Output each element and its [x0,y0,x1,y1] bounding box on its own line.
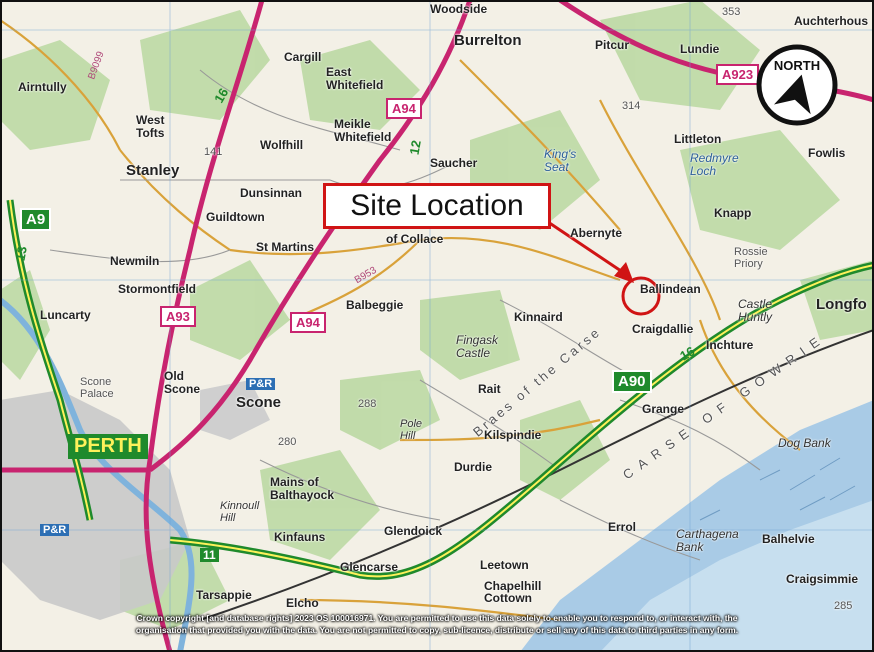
place-longforgan: Longfo [816,296,867,313]
place-mains-of-balthayock: Mains of Balthayock [270,475,335,502]
spot-height-314: 314 [622,100,641,112]
place-balhelvie: Balhelvie [762,532,815,546]
place-knapp: Knapp [714,206,752,220]
place-craigdallie: Craigdallie [632,322,694,336]
place-rossie-priory: Rossie Priory [734,246,768,270]
callout-arrow-head [614,262,634,283]
road-shield-a94-north: A94 [386,98,422,119]
place-saucher: Saucher [430,156,478,170]
place-fingask-castle: Fingask Castle [456,333,499,360]
spot-height-141: 141 [204,146,223,158]
place-airntully: Airntully [18,80,67,94]
road-shield-a9: A9 [20,208,52,231]
spot-height-288: 288 [358,398,377,410]
road-shield-a90: A90 [612,370,652,393]
copyright-line-2: organisation that provided you with the … [135,625,739,635]
place-scone: Scone [236,394,282,411]
place-tarsappie: Tarsappie [196,588,252,602]
callout-arrow-line [547,220,628,277]
place-stanley: Stanley [126,162,180,179]
place-redmyre-loch: Redmyre Loch [690,151,739,178]
road-shield-a94-south: A94 [290,312,326,333]
place-castle-huntly: Castle Huntly [738,297,773,324]
place-leetown: Leetown [480,558,529,572]
mudflats [699,457,856,521]
place-glencarse: Glencarse [340,560,399,574]
place-inchture: Inchture [706,338,754,352]
place-ballindean: Ballindean [640,282,701,296]
place-burrelton: Burrelton [454,32,522,49]
city-label-perth: PERTH [68,434,148,459]
site-location-callout: Site Location [323,183,551,229]
primary-road-centerline [9,199,874,578]
place-east-whitefield: East Whitefield [326,65,384,92]
park-and-ride-perth: P&R [40,524,70,536]
place-guildtown: Guildtown [206,210,265,224]
route-number-11: 11 [200,548,219,562]
place-dunsinnan: Dunsinnan [240,186,302,200]
place-kilspindie: Kilspindie [484,428,542,442]
place-pitcur: Pitcur [595,38,630,52]
route-number-12: 12 [406,139,424,156]
spot-height-353: 353 [722,6,741,18]
place-kinfauns: Kinfauns [274,530,326,544]
spot-height-285: 285 [834,600,853,612]
place-grange: Grange [642,402,685,416]
north-arrow-label: NORTH [773,58,821,73]
place-abernyte: Abernyte [570,226,623,240]
place-littleton: Littleton [674,132,722,146]
place-st-martins: St Martins [256,240,315,254]
place-scone-palace: Scone Palace [80,376,114,400]
place-glendoick: Glendoick [384,524,443,538]
place-dog-bank: Dog Bank [778,436,831,450]
north-arrow-icon: NORTH [756,44,838,126]
railway [199,329,874,621]
route-number-13: 13 [12,245,30,262]
place-lundie: Lundie [680,42,720,56]
place-kinnoull-hill: Kinnoull Hill [220,500,260,524]
place-fowlis: Fowlis [808,146,846,160]
place-pole-hill: Pole Hill [400,418,423,442]
place-chapelhill-cottown: Chapelhill Cottown [484,579,542,605]
place-west-tofts: West Tofts [136,113,165,140]
place-balbeggie: Balbeggie [346,298,404,312]
place-kings-seat: King's Seat [544,147,577,174]
place-woodside: Woodside [430,2,488,16]
site-location-label: Site Location [350,189,524,222]
scone-urban [200,380,270,440]
place-luncarty: Luncarty [40,308,91,322]
spot-height-280: 280 [278,436,297,448]
place-rait: Rait [478,382,501,396]
road-shield-a93: A93 [160,306,196,327]
place-meikle-whitefield: Meikle Whitefield [334,117,392,144]
place-craigsimmie: Craigsimmie [786,572,859,586]
place-of-collace: of Collace [386,232,444,246]
site-marker-circle [621,276,661,316]
place-auchterhouse: Auchterhous [794,14,869,28]
place-errol: Errol [608,520,637,534]
place-newmiln: Newmiln [110,254,160,268]
road-shield-a923: A923 [716,64,760,85]
place-kinnaird: Kinnaird [514,310,563,324]
park-and-ride-scone: P&R [246,378,276,390]
place-elcho: Elcho [286,596,319,610]
place-durdie: Durdie [454,460,493,474]
b-roads [0,19,801,622]
place-old-scone: Old Scone [164,369,201,396]
place-carthagena-bank: Carthagena Bank [676,527,739,554]
copyright-line-1: Crown copyright [and database rights] 20… [136,613,738,623]
place-wolfhill: Wolfhill [260,138,304,152]
place-cargill: Cargill [284,50,322,64]
place-stormontfield: Stormontfield [118,282,196,296]
copyright-notice: Crown copyright [and database rights] 20… [0,612,874,636]
